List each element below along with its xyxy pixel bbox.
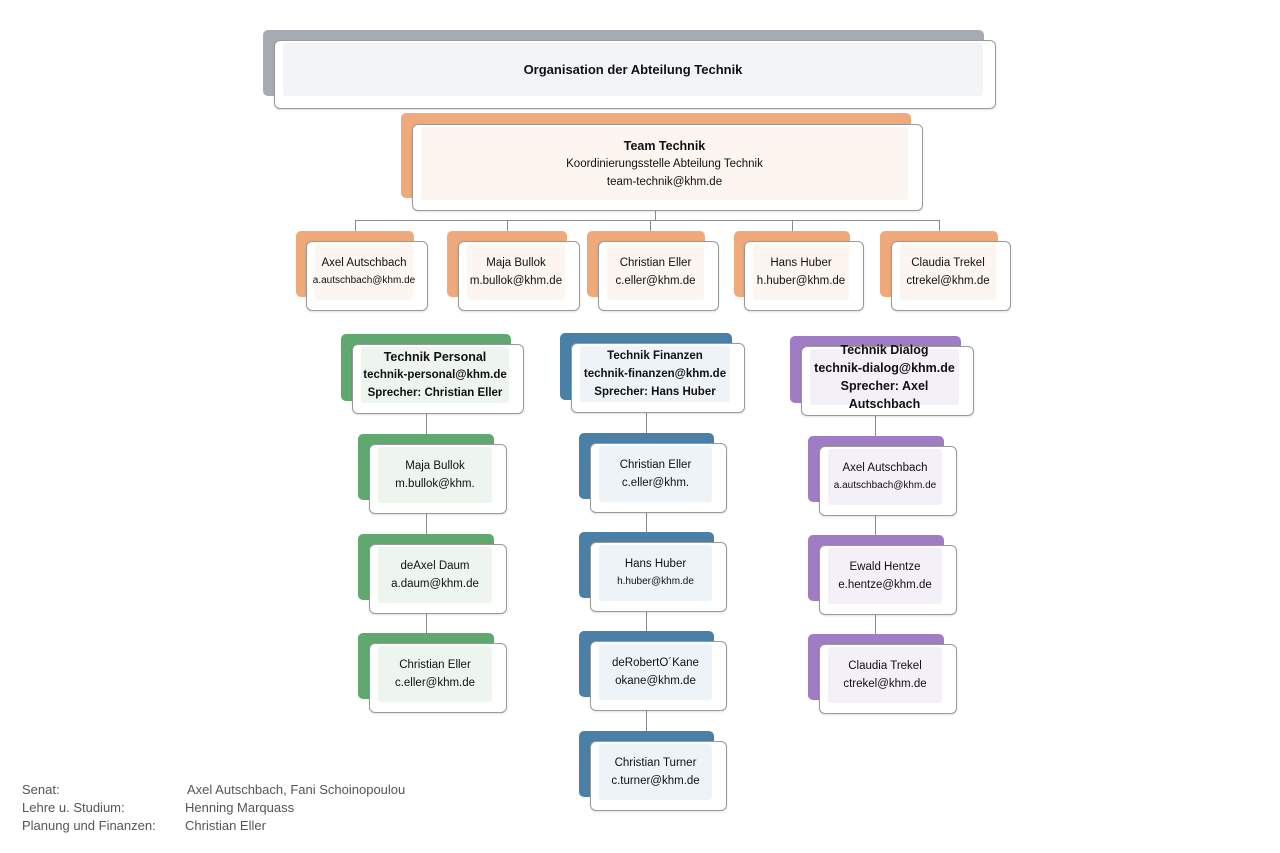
member-box: Claudia Trekel ctrekel@khm.de [880,231,1011,311]
group-personal-email: technik-personal@khm.de [363,369,507,381]
group-dialog-box: Technik Dialog technik-dialog@khm.de Spr… [790,336,974,416]
finanzen-member-box: deRobertO´Kane okane@khm.de [579,631,727,711]
dialog-member-box: Claudia Trekel ctrekel@khm.de [808,634,957,714]
personal-member-box: deAxel Daum a.daum@khm.de [358,534,507,614]
member-name: Maja Bullok [405,460,465,472]
finanzen-member-box: Christian Turner c.turner@khm.de [579,731,727,811]
member-email: c.eller@khm.de [615,275,696,287]
member-name: Claudia Trekel [911,257,985,269]
finanzen-member-box: Hans Huber h.huber@khm.de [579,532,727,612]
connector-personal-column [426,412,427,644]
connector-member-2 [650,220,651,241]
member-email: okane@khm.de [615,675,696,687]
connector-member-1 [507,220,508,241]
group-dialog-email: technik-dialog@khm.de [814,361,955,375]
member-name: Ewald Hentze [849,561,921,573]
member-email: c.eller@khm. [621,477,690,489]
member-email: e.hentze@khm.de [838,579,932,591]
member-email: ctrekel@khm.de [843,678,927,690]
member-name: Maja Bullok [486,257,546,269]
connector-dialog-column [875,415,876,646]
member-name: Hans Huber [770,257,832,269]
team-subtitle: Koordinierungsstelle Abteilung Technik [566,157,763,170]
connector-team-to-members [655,210,656,220]
legend-label: Senat: [22,782,60,797]
chart-title: Organisation der Abteilung Technik [523,61,743,77]
personal-member-box: Maja Bullok m.bullok@khm. [358,434,507,514]
legend-value: Axel Autschbach, Fani Schoinopoulou [187,782,406,797]
title-box: Organisation der Abteilung Technik [263,30,996,109]
member-name: Christian Turner [614,757,697,769]
group-finanzen-speaker: Sprecher: Hans Huber [594,386,716,398]
member-email: m.bullok@khm.de [469,275,563,287]
personal-member-box: Christian Eller c.eller@khm.de [358,633,507,713]
member-email: ctrekel@khm.de [906,275,990,287]
connector-member-0 [355,220,356,241]
member-name: Claudia Trekel [848,660,922,672]
legend-value: Henning Marquass [185,800,295,815]
group-personal-box: Technik Personal technik-personal@khm.de… [341,334,524,414]
group-finanzen-box: Technik Finanzen technik-finanzen@khm.de… [560,333,745,413]
legend-label: Planung und Finanzen: [22,818,156,833]
member-name: Hans Huber [624,558,687,570]
group-finanzen-email: technik-finanzen@khm.de [583,368,727,380]
connector-members-horizontal [355,220,940,221]
member-box: Christian Eller c.eller@khm.de [587,231,719,311]
team-email: team-technik@khm.de [606,175,723,188]
finanzen-member-box: Christian Eller c.eller@khm. [579,433,727,513]
member-name: Christian Eller [619,459,692,471]
legend: Senat: Axel Autschbach, Fani Schoinopoul… [22,781,442,837]
connector-member-4 [939,220,940,241]
connector-member-3 [792,220,793,241]
group-finanzen-name: Technik Finanzen [607,350,703,362]
member-email: a.daum@khm.de [391,578,479,590]
member-email: a.autschbach@khm.de [833,480,937,491]
group-personal-name: Technik Personal [383,350,487,364]
member-name: Axel Autschbach [842,462,928,474]
member-name: Christian Eller [619,257,692,269]
member-box: Axel Autschbach a.autschbach@khm.de [296,231,428,311]
member-name: deAxel Daum [400,560,470,572]
group-dialog-speaker: Sprecher: Axel Autschbach [840,379,929,411]
member-name: deRobertO´Kane [612,657,699,669]
member-email: h.huber@khm.de [617,576,694,587]
team-name: Team Technik [623,138,706,153]
member-email: c.eller@khm.de [394,677,476,689]
dialog-member-box: Axel Autschbach a.autschbach@khm.de [808,436,957,516]
legend-value: Christian Eller [185,818,266,833]
member-email: a.autschbach@khm.de [312,275,416,286]
member-name: Christian Eller [399,659,471,671]
member-box: Maja Bullok m.bullok@khm.de [447,231,580,311]
member-email: m.bullok@khm. [395,478,475,490]
group-dialog-name: Technik Dialog [840,343,929,357]
member-name: Axel Autschbach [321,257,407,269]
team-box: Team Technik Koordinierungsstelle Abteil… [401,113,923,211]
group-personal-speaker: Sprecher: Christian Eller [367,387,503,399]
dialog-member-box: Ewald Hentze e.hentze@khm.de [808,535,957,615]
legend-label: Lehre u. Studium: [22,800,125,815]
member-email: c.turner@khm.de [611,775,700,787]
member-email: h.huber@khm.de [756,275,846,287]
member-box: Hans Huber h.huber@khm.de [734,231,864,311]
